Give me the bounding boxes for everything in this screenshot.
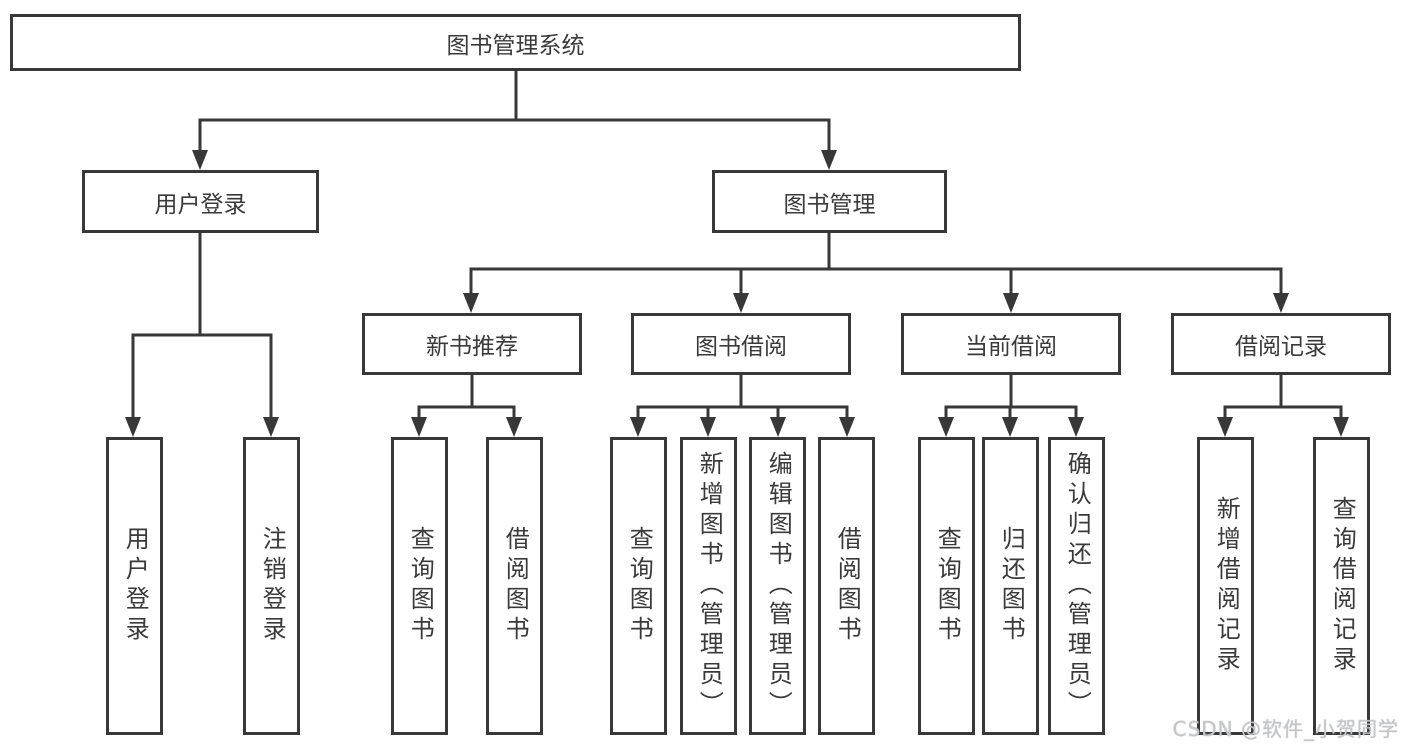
node-user-login-label: 用户登录 — [154, 191, 247, 218]
node-borrowing-records-label: 借阅记录 — [1235, 334, 1327, 360]
leaf-recommend-query-books: 查询图书 — [391, 437, 448, 735]
leaf-borrow-query-books-label: 查询图书 — [625, 526, 654, 646]
leaf-borrow-books-label: 借阅图书 — [833, 526, 862, 646]
node-new-book-recommendation-label: 新书推荐 — [426, 334, 518, 360]
leaf-confirm-return-admin-label: 确认归还（管理员） — [1063, 451, 1092, 721]
leaf-return-books-label: 归还图书 — [997, 526, 1026, 646]
leaf-edit-books-admin: 编辑图书（管理员） — [749, 437, 806, 735]
node-book-borrowing-label: 图书借阅 — [695, 334, 787, 360]
leaf-confirm-return-admin: 确认归还（管理员） — [1048, 437, 1105, 735]
node-borrowing-records: 借阅记录 — [1171, 313, 1391, 375]
leaf-add-books-admin-label: 新增图书（管理员） — [695, 451, 724, 721]
node-root-label: 图书管理系统 — [446, 32, 585, 59]
leaf-recommend-query-books-label: 查询图书 — [406, 526, 435, 646]
leaf-borrow-query-books: 查询图书 — [610, 437, 667, 735]
csdn-watermark: CSDN @软件_小贺同学 — [1172, 717, 1399, 741]
node-book-borrowing: 图书借阅 — [631, 313, 851, 375]
arrowhead-icons — [125, 150, 1349, 437]
node-current-borrowing: 当前借阅 — [901, 313, 1121, 375]
leaf-borrow-books: 借阅图书 — [818, 437, 875, 735]
node-book-management: 图书管理 — [712, 170, 947, 233]
leaf-current-query-books-label: 查询图书 — [933, 526, 962, 646]
leaf-edit-books-admin-label: 编辑图书（管理员） — [764, 451, 793, 721]
node-current-borrowing-label: 当前借阅 — [965, 334, 1057, 360]
leaf-user-login: 用户登录 — [106, 437, 163, 735]
node-new-book-recommendation: 新书推荐 — [362, 313, 582, 375]
leaf-recommend-borrow-books-label: 借阅图书 — [501, 526, 530, 646]
tree-edges — [131, 69, 1343, 421]
leaf-query-borrow-record-label: 查询借阅记录 — [1328, 496, 1357, 676]
leaf-return-books: 归还图书 — [982, 437, 1039, 735]
leaf-add-borrow-record: 新增借阅记录 — [1197, 437, 1254, 735]
leaf-recommend-borrow-books: 借阅图书 — [486, 437, 543, 735]
leaf-logout-label: 注销登录 — [258, 526, 287, 646]
leaf-current-query-books: 查询图书 — [918, 437, 975, 735]
node-user-login: 用户登录 — [82, 170, 319, 233]
node-book-management-label: 图书管理 — [783, 191, 876, 218]
leaf-add-books-admin: 新增图书（管理员） — [680, 437, 737, 735]
leaf-user-login-label: 用户登录 — [121, 526, 150, 646]
leaf-add-borrow-record-label: 新增借阅记录 — [1212, 496, 1241, 676]
leaf-logout: 注销登录 — [243, 437, 300, 735]
node-root-system: 图书管理系统 — [10, 14, 1021, 71]
leaf-query-borrow-record: 查询借阅记录 — [1313, 437, 1370, 735]
